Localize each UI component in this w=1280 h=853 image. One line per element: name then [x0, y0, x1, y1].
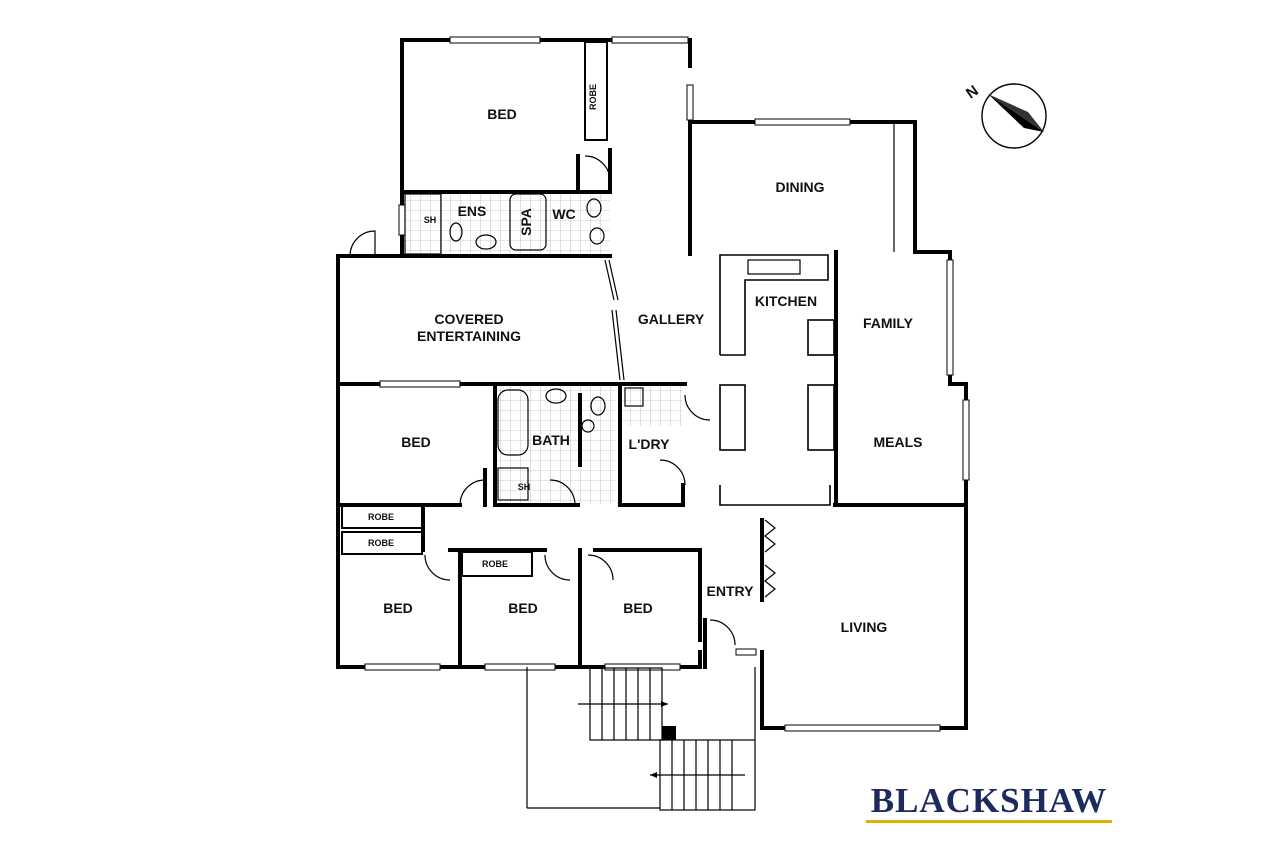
room-bed-3: BED — [383, 600, 413, 616]
room-covered-entertaining-1: COVERED — [434, 311, 503, 327]
brand-underline — [866, 820, 1112, 823]
bath-floor — [495, 386, 615, 504]
room-bed-5: BED — [623, 600, 653, 616]
room-bed-2: BED — [401, 434, 431, 450]
fixtures — [404, 193, 644, 501]
room-robe-a: ROBE — [368, 512, 394, 522]
compass: N — [963, 82, 1047, 149]
room-bed-4: BED — [508, 600, 538, 616]
sliding-doors — [604, 259, 625, 381]
kitchen-joinery — [719, 122, 895, 506]
room-dining: DINING — [776, 179, 825, 195]
stairs — [526, 667, 756, 811]
windows — [364, 36, 970, 732]
room-wc: WC — [552, 206, 575, 222]
room-labels: BED ROBE ENS SPA WC SH DINING KITCHEN FA… — [368, 84, 923, 635]
brand-logo: BLACKSHAW — [866, 782, 1112, 824]
room-meals: MEALS — [874, 434, 923, 450]
room-spa: SPA — [518, 208, 534, 236]
room-covered-entertaining-2: ENTERTAINING — [417, 328, 521, 344]
room-kitchen: KITCHEN — [755, 293, 817, 309]
ensuite-floor — [402, 192, 610, 256]
room-laundry: L'DRY — [629, 436, 671, 452]
room-living: LIVING — [841, 619, 888, 635]
room-ens: ENS — [458, 203, 487, 219]
room-robe-b: ROBE — [368, 538, 394, 548]
room-robe-c: ROBE — [482, 559, 508, 569]
room-sh-bath: SH — [518, 482, 531, 492]
room-robe-master: ROBE — [588, 84, 598, 110]
room-entry: ENTRY — [707, 583, 755, 599]
door-swings — [349, 155, 776, 646]
room-bath: BATH — [532, 432, 570, 448]
robes — [341, 41, 608, 577]
room-gallery: GALLERY — [638, 311, 705, 327]
room-bed-master: BED — [487, 106, 517, 122]
room-family: FAMILY — [863, 315, 914, 331]
brand-name: BLACKSHAW — [870, 781, 1108, 820]
compass-north-label: N — [963, 82, 982, 102]
room-sh-ens: SH — [424, 215, 437, 225]
